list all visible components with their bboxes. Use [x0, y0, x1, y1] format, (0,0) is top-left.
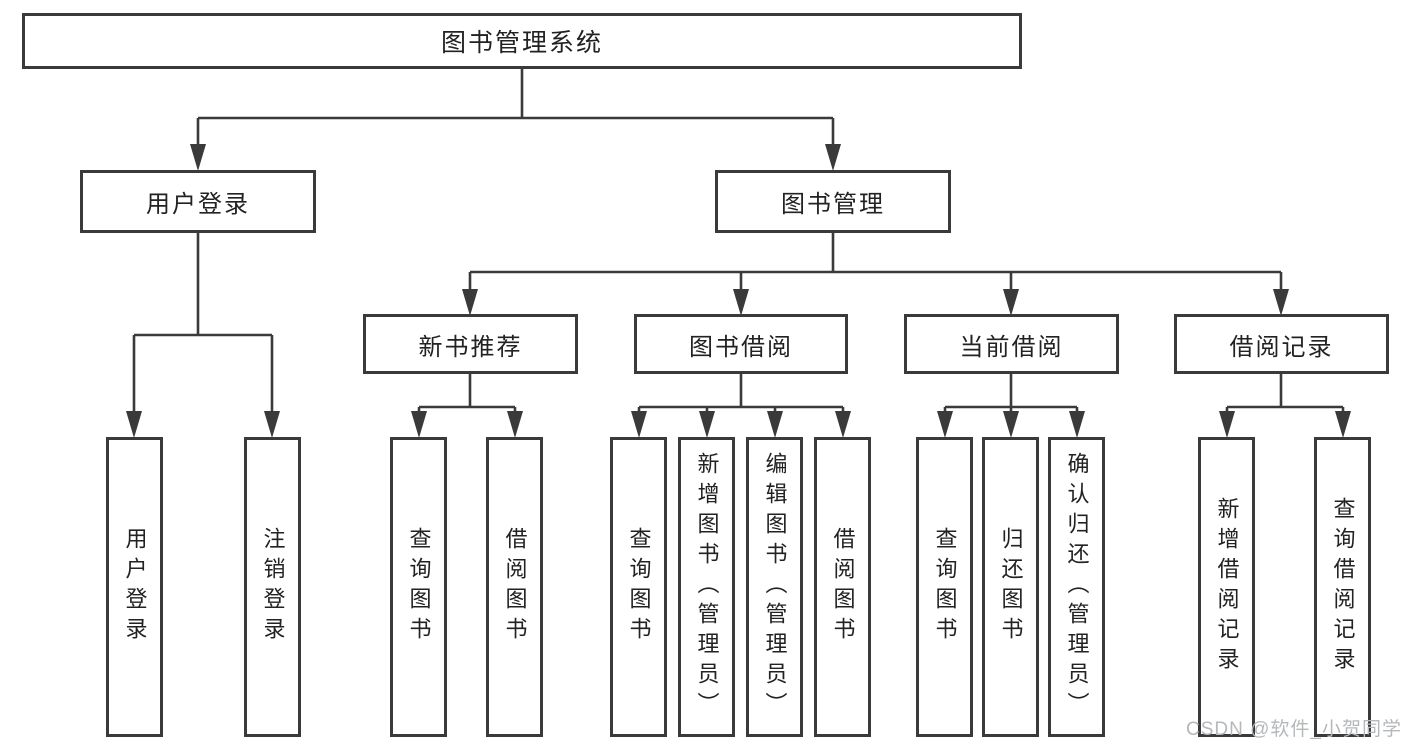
- node-label: 图书借阅: [689, 333, 793, 361]
- arrowhead: [1069, 411, 1085, 438]
- arrowhead: [1335, 411, 1351, 438]
- node-label: 确认归还（管理员）: [1064, 452, 1090, 722]
- node-label: 图书管理: [781, 191, 885, 218]
- leaf-borrow-borrow-books: 借阅图书: [814, 437, 871, 737]
- arrowhead: [1003, 289, 1019, 316]
- csdn-watermark: CSDN @软件_小贺同学: [1186, 719, 1402, 740]
- leaf-current-return-books: 归还图书: [982, 437, 1039, 737]
- node-label: 查询借阅记录: [1330, 497, 1356, 677]
- node-borrowing-records: 借阅记录: [1174, 314, 1389, 374]
- arrowhead: [733, 289, 749, 316]
- node-label: 查询图书: [626, 527, 652, 647]
- node-label: 新增借阅记录: [1214, 497, 1240, 677]
- leaf-recommend-query-books: 查询图书: [390, 437, 447, 737]
- arrowhead: [937, 411, 953, 438]
- connector-recommend-to-leaves: [417, 374, 517, 414]
- connector-current-to-leaves: [943, 374, 1079, 414]
- node-label: 查询图书: [932, 527, 958, 647]
- arrowhead: [835, 411, 851, 438]
- node-label: 用户登录: [146, 191, 250, 218]
- connector-bookmgmt-to-level3: [468, 233, 1283, 292]
- arrowhead: [1273, 289, 1289, 316]
- node-label: 图书管理系统: [440, 29, 603, 57]
- arrowhead: [190, 144, 206, 171]
- leaf-records-add-record: 新增借阅记录: [1198, 437, 1255, 737]
- leaf-borrow-add-books-admin: 新增图书（管理员）: [678, 437, 735, 737]
- node-new-book-recommend: 新书推荐: [363, 314, 578, 374]
- node-label: 新增图书（管理员）: [694, 452, 720, 722]
- node-label: 归还图书: [998, 527, 1024, 647]
- leaf-recommend-borrow-books: 借阅图书: [486, 437, 543, 737]
- arrowhead: [411, 411, 427, 438]
- leaf-current-confirm-return-admin: 确认归还（管理员）: [1048, 437, 1105, 737]
- arrowhead: [126, 411, 142, 438]
- node-label: 借阅图书: [502, 527, 528, 647]
- arrowhead: [825, 144, 841, 171]
- connector-borrow-to-leaves: [637, 374, 845, 414]
- node-label: 用户登录: [122, 527, 148, 647]
- leaf-user-login: 用户登录: [106, 437, 163, 737]
- node-book-borrowing: 图书借阅: [634, 314, 848, 374]
- node-label: 借阅记录: [1229, 333, 1334, 361]
- node-current-borrowing: 当前借阅: [904, 314, 1119, 374]
- arrowhead: [1003, 411, 1019, 438]
- node-label: 注销登录: [260, 527, 286, 647]
- node-label: 当前借阅: [959, 333, 1064, 361]
- node-label: 编辑图书（管理员）: [762, 452, 788, 722]
- node-user-login: 用户登录: [80, 170, 316, 233]
- leaf-borrow-query-books: 查询图书: [610, 437, 667, 737]
- leaf-logout: 注销登录: [244, 437, 301, 737]
- arrowhead: [631, 411, 647, 438]
- arrowhead: [767, 411, 783, 438]
- node-book-management: 图书管理: [715, 170, 951, 233]
- arrowhead: [264, 411, 280, 438]
- leaf-current-query-books: 查询图书: [916, 437, 973, 737]
- connector-userlogin-to-leaves: [132, 233, 274, 414]
- arrowhead: [462, 289, 478, 316]
- node-label: 查询图书: [406, 527, 432, 647]
- leaf-borrow-edit-books-admin: 编辑图书（管理员）: [746, 437, 803, 737]
- arrowhead: [507, 411, 523, 438]
- arrowhead: [699, 411, 715, 438]
- arrowhead: [1219, 411, 1235, 438]
- leaf-records-query-record: 查询借阅记录: [1314, 437, 1371, 737]
- node-root-library-system: 图书管理系统: [22, 13, 1022, 69]
- node-label: 借阅图书: [830, 527, 856, 647]
- connector-records-to-leaves: [1225, 374, 1345, 414]
- connector-root-to-level2: [196, 69, 835, 146]
- node-label: 新书推荐: [418, 333, 523, 361]
